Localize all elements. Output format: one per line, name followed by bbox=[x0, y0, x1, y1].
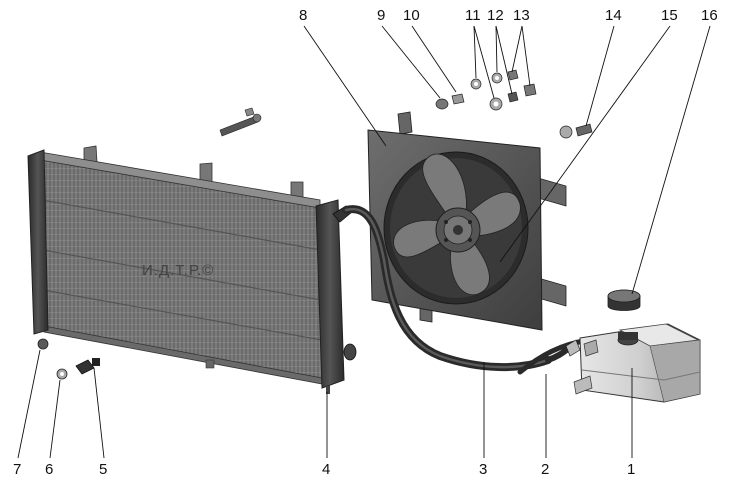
mounting-clip bbox=[219, 107, 262, 137]
expansion-tank-cap bbox=[607, 289, 641, 311]
callout-16: 16 bbox=[701, 7, 718, 24]
shroud-bolt bbox=[559, 123, 593, 139]
callout-5: 5 bbox=[99, 461, 107, 478]
sealing-washer bbox=[56, 368, 68, 380]
leader-lines bbox=[17, 25, 711, 459]
radiator bbox=[27, 145, 357, 394]
callout-9: 9 bbox=[377, 7, 385, 24]
fan-impeller bbox=[393, 153, 521, 296]
fan-fasteners bbox=[435, 69, 537, 111]
callout-2: 2 bbox=[541, 461, 549, 478]
coolant-hoses bbox=[342, 205, 593, 375]
callout-numbers: 1 2 3 4 5 6 7 8 9 10 11 12 13 14 15 16 bbox=[13, 7, 718, 478]
watermark: И.Д.Т.Р.© bbox=[142, 262, 214, 279]
callout-12: 12 bbox=[487, 7, 504, 24]
callout-8: 8 bbox=[299, 7, 307, 24]
callout-13: 13 bbox=[513, 7, 530, 24]
bleed-screw bbox=[75, 358, 100, 375]
callout-1: 1 bbox=[627, 461, 635, 478]
expansion-tank bbox=[573, 323, 701, 403]
drain-plug bbox=[37, 338, 49, 350]
callout-14: 14 bbox=[605, 7, 622, 24]
callout-4: 4 bbox=[322, 461, 330, 478]
callout-15: 15 bbox=[661, 7, 678, 24]
callout-7: 7 bbox=[13, 461, 21, 478]
callout-11: 11 bbox=[465, 7, 481, 24]
callout-3: 3 bbox=[479, 461, 487, 478]
callout-6: 6 bbox=[45, 461, 53, 478]
callout-10: 10 bbox=[403, 7, 420, 24]
